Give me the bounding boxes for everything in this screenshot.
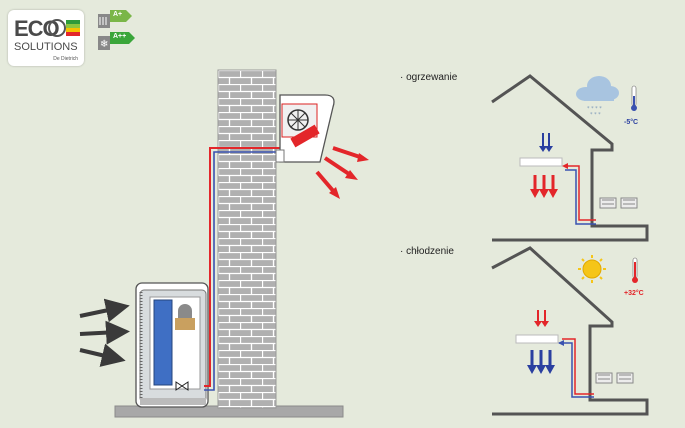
- pipe-cold: [204, 151, 284, 391]
- logo-solutions-text: SOLUTIONS: [14, 41, 78, 53]
- svg-text:* * * *: * * * *: [587, 106, 602, 112]
- svg-text:❄: ❄: [100, 39, 108, 50]
- energy-badge-cooling: ❄: [98, 32, 135, 50]
- house-cooling: [491, 246, 649, 416]
- sun-icon: [578, 255, 606, 283]
- heating-mode-label: · ogrzewanie: [400, 72, 458, 83]
- eco-solutions-logo: ECO SOLUTIONS De Dietrich: [8, 10, 84, 66]
- air-intake-arrow: [79, 343, 126, 367]
- home-icon: [48, 19, 66, 37]
- logo-brand-text: De Dietrich: [53, 56, 78, 62]
- svg-text:* * *: * * *: [590, 112, 601, 118]
- energy-badge-heating: [98, 10, 132, 28]
- house-heating: [491, 74, 649, 242]
- energy-rating-heating: A+: [113, 11, 123, 18]
- energy-rating-cooling: A++: [113, 33, 127, 40]
- air-intake-arrow: [79, 298, 130, 323]
- air-intake-arrow: [79, 320, 130, 345]
- warm-air-arrowhead: [357, 153, 369, 162]
- outdoor-unit: [135, 282, 209, 408]
- cloud-snow-icon: * * * * * * *: [576, 76, 619, 118]
- warm-air-arrow: [323, 156, 354, 178]
- warm-air-arrowhead: [345, 170, 358, 180]
- brick-wall: [217, 69, 277, 409]
- cooling-mode-label: · chłodzenie: [400, 246, 454, 257]
- temperature-hot: +32°C: [624, 290, 644, 297]
- thermometer-hot-icon: [632, 257, 638, 283]
- warm-air-arrowhead: [329, 187, 340, 199]
- temperature-cold: -5°C: [624, 119, 639, 126]
- warm-air-arrow: [315, 170, 337, 195]
- pipe-hot: [204, 147, 284, 387]
- warm-air-arrow: [332, 146, 364, 160]
- logo-bars: [66, 20, 80, 36]
- indoor-wall-unit: [275, 94, 335, 163]
- thermometer-cold-icon: [631, 85, 637, 111]
